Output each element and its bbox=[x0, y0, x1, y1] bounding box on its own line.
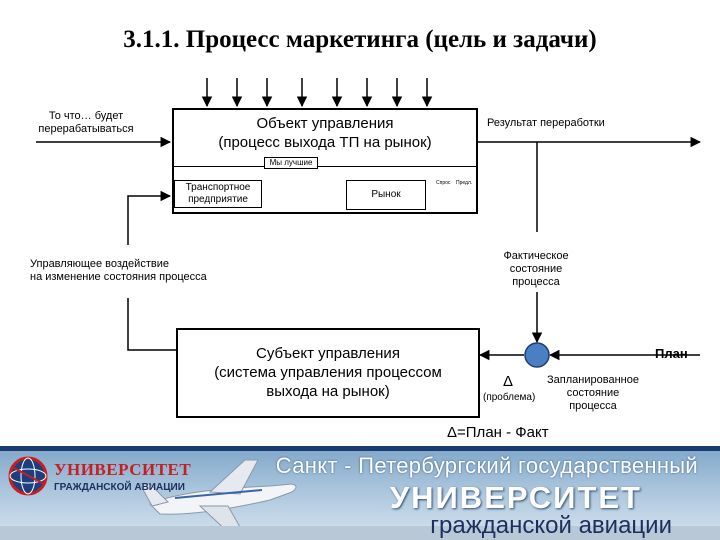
delta-formula: Δ=План - Факт bbox=[447, 424, 549, 441]
problem-label: (проблема) bbox=[483, 392, 536, 403]
page-title: 3.1.1. Процесс маркетинга (цель и задачи… bbox=[123, 26, 597, 53]
banner-artwork bbox=[0, 456, 720, 540]
plan-label: План bbox=[655, 346, 688, 361]
object-box: Объект управления (процесс выхода ТП на … bbox=[172, 108, 478, 168]
we-best-label: Мы лучшие bbox=[264, 157, 318, 169]
banner-line-3: гражданской авиации bbox=[430, 512, 672, 539]
actual-state-label: Фактическое состояние процесса bbox=[503, 250, 569, 288]
airplane-icon bbox=[139, 459, 297, 535]
subject-box: Субъект управления (система управления п… bbox=[176, 328, 480, 418]
result-label: Результат переработки bbox=[487, 117, 605, 129]
market-box: Рынок bbox=[346, 180, 426, 210]
transport-enterprise-box: Транспортное предприятие bbox=[174, 180, 262, 208]
control-action-label: Управляющее воздействие на изменение сос… bbox=[30, 258, 207, 283]
logo-text-university: УНИВЕРСИТЕТ bbox=[54, 460, 192, 479]
banner-top-stripe bbox=[0, 446, 720, 451]
banner-line-1: Санкт - Петербургский государственный bbox=[275, 453, 698, 478]
university-banner: УНИВЕРСИТЕТ ГРАЖДАНСКОЙ АВИАЦИИ Санкт - … bbox=[0, 446, 720, 540]
banner-line-2: УНИВЕРСИТЕТ bbox=[389, 480, 642, 515]
input-label: То что… будет перерабатываться bbox=[38, 110, 134, 135]
mini-chart-label-supply: Предл. bbox=[456, 180, 473, 186]
comparator-node bbox=[524, 342, 550, 368]
university-logo-icon bbox=[8, 456, 48, 496]
logo-text-civil-aviation: ГРАЖДАНСКОЙ АВИАЦИИ bbox=[54, 482, 185, 493]
mini-chart-label-demand: Спрос bbox=[436, 180, 451, 186]
control-loop-upper bbox=[127, 190, 172, 245]
planned-state-label: Запланированное состояние процесса bbox=[547, 374, 639, 412]
control-loop-lower bbox=[127, 298, 176, 351]
disturbance-arrows bbox=[201, 78, 433, 108]
delta-symbol: Δ bbox=[503, 373, 514, 390]
